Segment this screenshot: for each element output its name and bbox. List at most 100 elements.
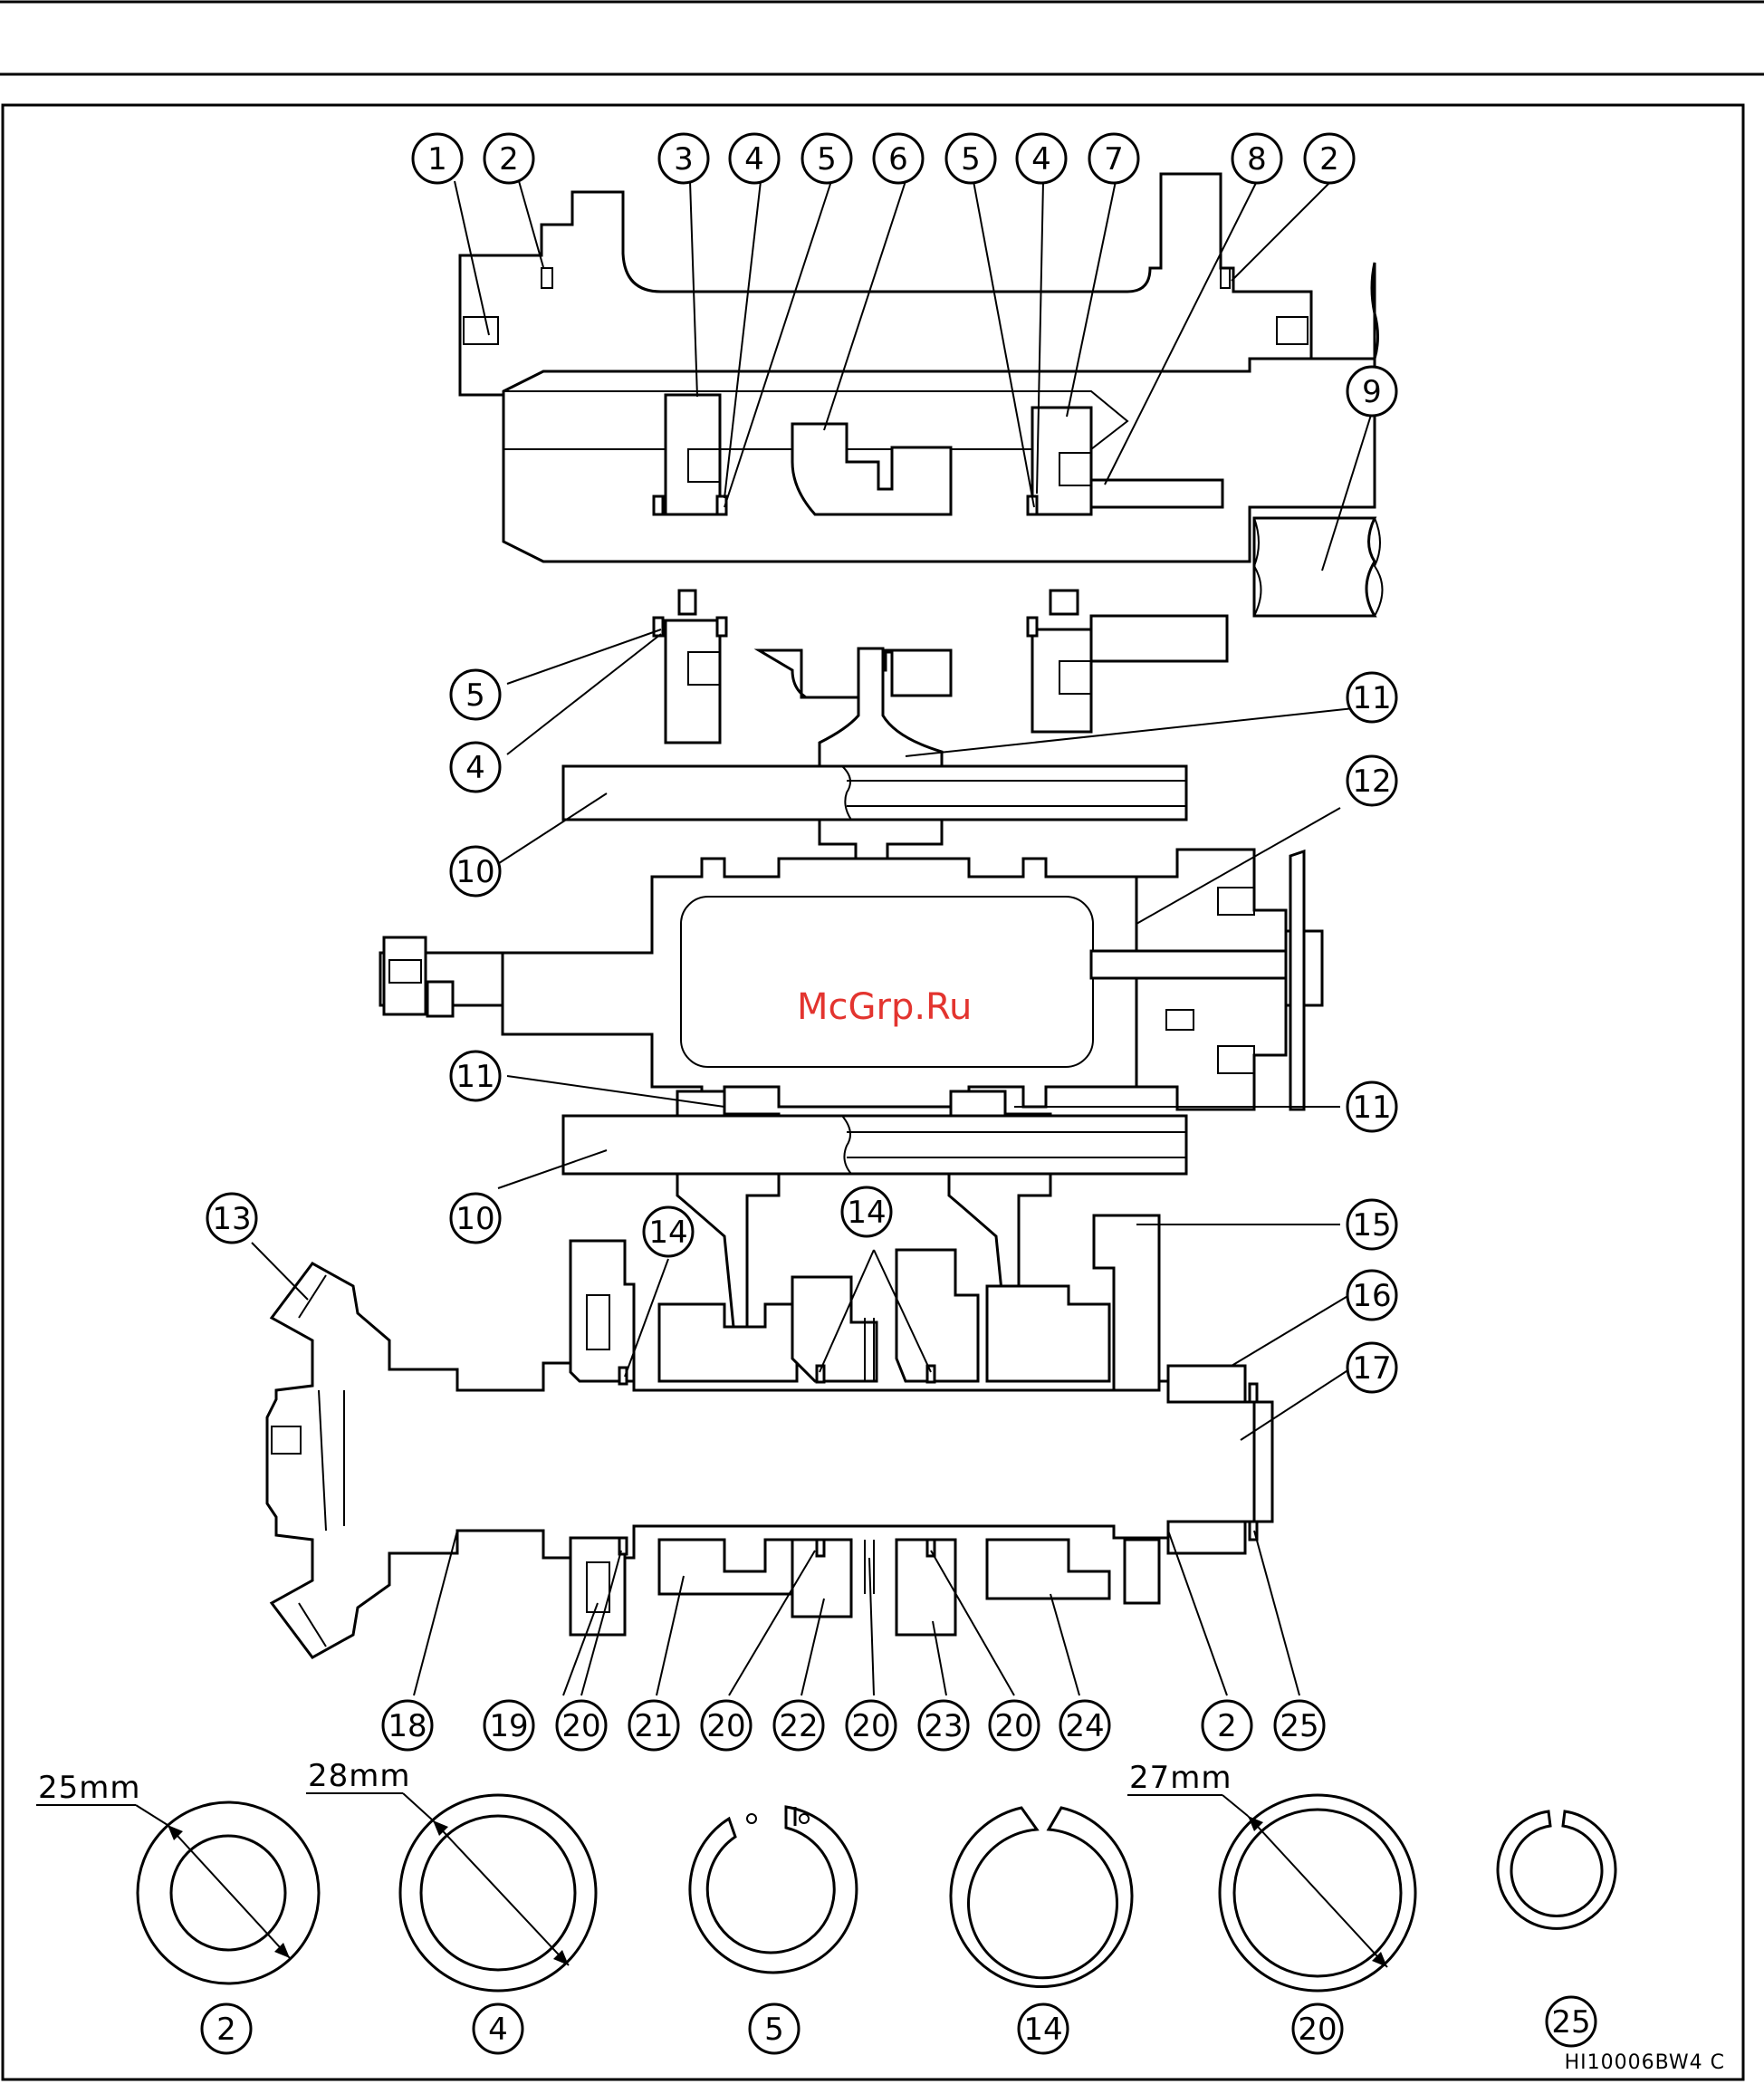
callout-24: 24 (1060, 1701, 1109, 1750)
svg-text:25: 25 (1551, 2004, 1590, 2041)
svg-text:5: 5 (764, 2012, 784, 2048)
gear-part-3 (666, 395, 720, 514)
svg-text:9: 9 (1362, 374, 1382, 410)
svg-text:20: 20 (561, 1708, 600, 1744)
svg-text:20: 20 (851, 1708, 890, 1744)
ring-14-snap-ring (951, 1808, 1132, 1987)
dimension-27mm: 27mm (1129, 1760, 1232, 1796)
svg-text:23: 23 (924, 1708, 963, 1744)
gear-part-21 (659, 1304, 797, 1381)
ring-details: 25mm 28mm (36, 1758, 1615, 2053)
svg-text:5: 5 (961, 141, 981, 178)
svg-text:21: 21 (634, 1708, 673, 1744)
svg-text:15: 15 (1352, 1207, 1391, 1244)
gear-part-7 (1032, 408, 1091, 514)
svg-text:11: 11 (1352, 1090, 1391, 1126)
callout-4: 4 (451, 743, 500, 792)
callout-1: 1 (413, 134, 462, 183)
svg-text:4: 4 (488, 2012, 508, 2048)
ring-5-circlip (690, 1807, 857, 1973)
svg-text:20: 20 (1298, 2012, 1337, 2048)
bush-part-8 (1091, 480, 1222, 507)
shaft-part-17 (1254, 1402, 1272, 1522)
ring-label-5: 5 (750, 2004, 799, 2053)
callout-9: 9 (1347, 367, 1396, 416)
svg-text:16: 16 (1352, 1278, 1391, 1314)
callout-22: 22 (774, 1701, 823, 1750)
callout-5: 5 (802, 134, 851, 183)
callout-11: 11 (1347, 1082, 1396, 1131)
drum-bolt (1091, 951, 1286, 978)
dimension-28mm: 28mm (308, 1758, 411, 1794)
svg-text:6: 6 (888, 141, 908, 178)
callout-14: 14 (644, 1207, 693, 1256)
shift-drum-assembly (380, 850, 1322, 1109)
svg-text:10: 10 (455, 1201, 494, 1237)
svg-text:11: 11 (1352, 680, 1391, 716)
callout-13: 13 (207, 1194, 256, 1243)
dimension-25mm: 25mm (38, 1770, 141, 1806)
callout-17: 17 (1347, 1343, 1396, 1392)
ring-label-20: 20 (1293, 2004, 1342, 2053)
svg-text:17: 17 (1352, 1350, 1391, 1387)
ring-label-14: 14 (1019, 2004, 1068, 2053)
bearing-part-16 (1168, 1366, 1245, 1402)
callout-20: 20 (847, 1701, 896, 1750)
callout-20: 20 (990, 1701, 1039, 1750)
callout-18: 18 (383, 1701, 432, 1750)
figure-code: HI10006BW4 C (1565, 2051, 1725, 2074)
svg-text:7: 7 (1104, 141, 1124, 178)
svg-text:2: 2 (1217, 1708, 1237, 1744)
svg-text:1: 1 (427, 141, 447, 178)
ring-25-snap-ring (1498, 1811, 1615, 1928)
callout-21: 21 (629, 1701, 678, 1750)
gear-part-19 (570, 1241, 634, 1381)
callout-8: 8 (1232, 134, 1281, 183)
svg-text:2: 2 (499, 141, 519, 178)
svg-text:5: 5 (817, 141, 837, 178)
svg-text:14: 14 (648, 1215, 687, 1251)
callout-10: 10 (451, 847, 500, 896)
shift-rod-assembly-upper (563, 648, 1186, 877)
svg-text:14: 14 (1023, 2012, 1062, 2048)
callout-6: 6 (874, 134, 923, 183)
callout-12: 12 (1347, 756, 1396, 805)
callout-3: 3 (659, 134, 708, 183)
callout-14: 14 (842, 1187, 891, 1236)
callout-5: 5 (451, 670, 500, 719)
callout-23: 23 (919, 1701, 968, 1750)
callout-5: 5 (946, 134, 995, 183)
callout-10: 10 (451, 1194, 500, 1243)
ring-2-washer: 25mm (36, 1770, 319, 1983)
svg-text:20: 20 (706, 1708, 745, 1744)
callout-16: 16 (1347, 1271, 1396, 1320)
svg-text:19: 19 (489, 1708, 528, 1744)
callout-20: 20 (557, 1701, 606, 1750)
callout-15: 15 (1347, 1200, 1396, 1249)
callout-20: 20 (702, 1701, 751, 1750)
svg-text:4: 4 (465, 750, 485, 786)
svg-text:2: 2 (216, 2012, 236, 2048)
svg-text:25: 25 (1280, 1708, 1318, 1744)
svg-text:8: 8 (1247, 141, 1267, 178)
svg-text:20: 20 (994, 1708, 1033, 1744)
svg-text:11: 11 (455, 1059, 494, 1095)
svg-text:10: 10 (455, 854, 494, 890)
callout-25: 25 (1275, 1701, 1324, 1750)
svg-text:5: 5 (465, 677, 485, 714)
watermark: McGrp.Ru (797, 986, 972, 1028)
lower-shaft-assembly (267, 1215, 1272, 1657)
callout-2: 2 (1203, 1701, 1251, 1750)
callout-4: 4 (1017, 134, 1066, 183)
svg-text:3: 3 (674, 141, 694, 178)
svg-text:2: 2 (1319, 141, 1339, 178)
ring-label-2: 2 (202, 2004, 251, 2053)
gear-part-23 (896, 1250, 978, 1381)
callout-11: 11 (451, 1052, 500, 1100)
callout-7: 7 (1089, 134, 1138, 183)
svg-text:22: 22 (779, 1708, 818, 1744)
shift-rod-part-10-lower (563, 1116, 1186, 1174)
ring-label-25: 25 (1547, 1997, 1596, 2046)
svg-text:4: 4 (1031, 141, 1051, 178)
